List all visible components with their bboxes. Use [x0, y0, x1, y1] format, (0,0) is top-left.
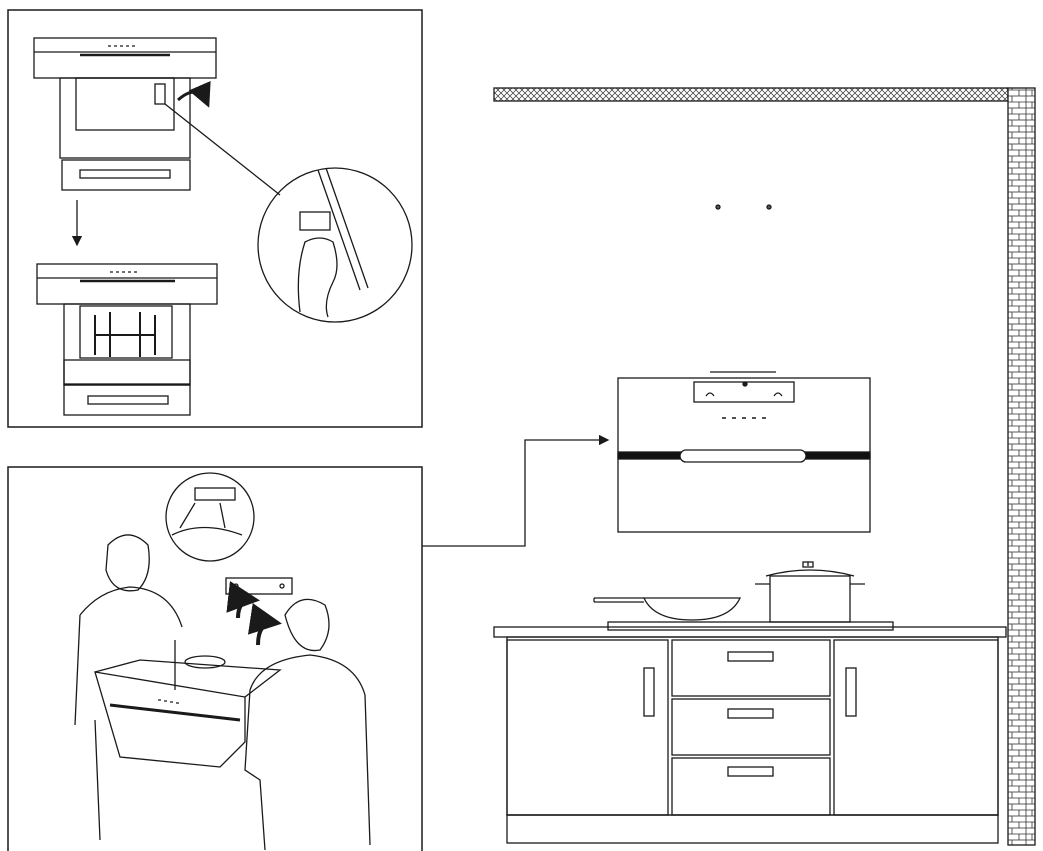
- step-remove-glass-panel: [7, 9, 423, 428]
- cooktop-icon: [607, 621, 894, 631]
- installed-hood-icon: [617, 371, 871, 533]
- step-hang-hood: [7, 466, 423, 851]
- kitchen-scene: [493, 87, 1036, 846]
- callout-leader-line: [422, 434, 610, 547]
- hand-detail-icon: [257, 167, 413, 323]
- open-hood-icon: [36, 263, 218, 416]
- wok-icon: [593, 597, 742, 621]
- person-icon: [74, 534, 183, 841]
- bracket-detail-icon: [165, 472, 255, 562]
- rotate-arrow-icon: [176, 80, 211, 108]
- ceiling-icon: [493, 87, 1009, 102]
- person-icon: [244, 598, 371, 851]
- wall-screw-icon: [715, 204, 721, 210]
- wall-screw-icon: [766, 204, 772, 210]
- kitchen-cabinet-icon: [493, 626, 1007, 844]
- brick-wall-icon: [1007, 87, 1036, 846]
- curved-arrow-icon: [226, 581, 260, 619]
- carried-hood-icon: [94, 655, 282, 768]
- range-hood-icon: [33, 37, 217, 191]
- curved-arrow-icon: [247, 603, 282, 646]
- pot-icon: [755, 561, 865, 623]
- mounting-bracket-icon: [225, 577, 293, 595]
